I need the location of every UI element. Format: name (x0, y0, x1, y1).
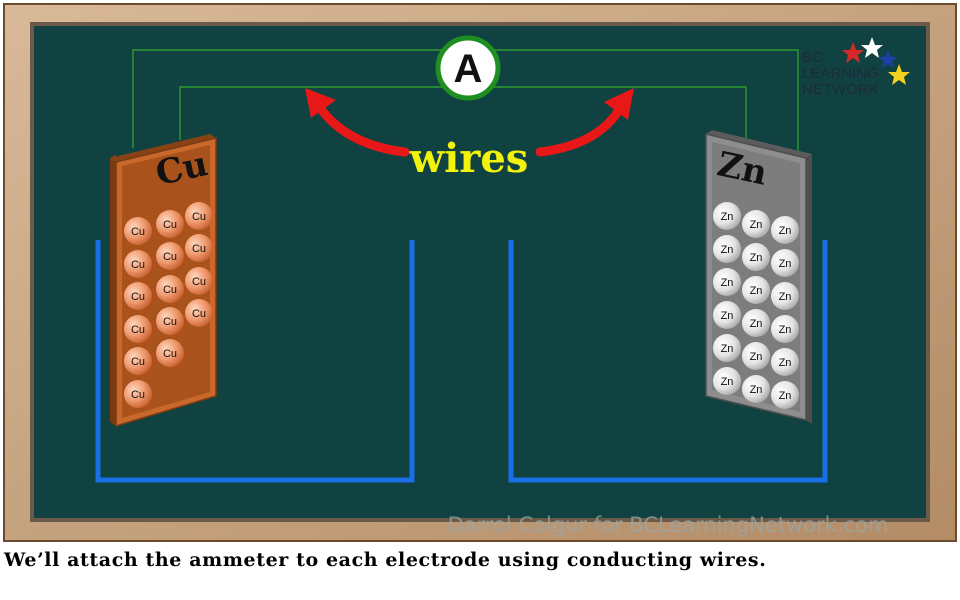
curved-arrow-head-left (305, 88, 336, 118)
zinc-atom (742, 309, 770, 337)
star-icon (888, 64, 910, 85)
copper-atom (156, 307, 184, 335)
zinc-atom-label: Zn (779, 291, 792, 303)
zinc-atom-label: Zn (721, 343, 734, 355)
wire-arrows (305, 88, 634, 157)
copper-atom (124, 380, 152, 408)
copper-atom (124, 282, 152, 310)
zinc-atom-label: Zn (779, 258, 792, 270)
zinc-atom (713, 301, 741, 329)
logo-line-1: BC (802, 49, 823, 66)
wires-label: wires (409, 135, 529, 182)
star-icon (861, 37, 883, 58)
curved-arrow-icon (313, 100, 410, 157)
zinc-atom-label: Zn (779, 324, 792, 336)
zinc-atom-label: Zn (750, 384, 763, 396)
slide-caption: We’ll attach the ammeter to each electro… (4, 549, 767, 571)
copper-atom-label: Cu (192, 308, 206, 320)
ammeter-icon (435, 35, 501, 101)
zinc-electrode-top (706, 130, 812, 158)
zinc-atom (771, 282, 799, 310)
copper-atom (124, 217, 152, 245)
copper-atom (185, 299, 213, 327)
zinc-atom (771, 348, 799, 376)
zinc-atom-label: Zn (750, 318, 763, 330)
copper-atom-label: Cu (163, 348, 177, 360)
copper-atom-label: Cu (192, 243, 206, 255)
copper-atom (185, 202, 213, 230)
copper-atom-label: Cu (131, 324, 145, 336)
copper-atom (156, 275, 184, 303)
zinc-atom (713, 202, 741, 230)
zinc-atom-label: Zn (721, 277, 734, 289)
copper-atom (185, 234, 213, 262)
copper-electrode-side (110, 154, 116, 426)
copper-atom (124, 347, 152, 375)
zinc-atom (771, 216, 799, 244)
ammeter: A (435, 35, 501, 101)
zinc-atom (713, 334, 741, 362)
copper-atom-label: Cu (131, 226, 145, 238)
star-icon (842, 42, 864, 63)
zinc-atom (742, 210, 770, 238)
curved-arrow-head-right (604, 88, 634, 120)
zinc-atom (742, 243, 770, 271)
beaker-left (95, 240, 415, 483)
copper-atom-label: Cu (131, 356, 145, 368)
zinc-atom-label: Zn (721, 376, 734, 388)
zinc-atom (713, 268, 741, 296)
curved-arrow-icon (535, 100, 627, 157)
zinc-atom (713, 235, 741, 263)
copper-electrode-top (110, 134, 216, 162)
logo-line-3: NETWORK (802, 81, 879, 98)
zinc-atom-label: Zn (721, 244, 734, 256)
zinc-atom-label: Zn (750, 219, 763, 231)
logo-line-2: LEARNING (802, 65, 879, 82)
zinc-atom (771, 249, 799, 277)
copper-atom-label: Cu (131, 259, 145, 271)
zinc-atom (742, 342, 770, 370)
copper-atom-label: Cu (192, 276, 206, 288)
zinc-atom-label: Zn (779, 390, 792, 402)
copper-atom (124, 315, 152, 343)
copper-atom-label: Cu (163, 284, 177, 296)
copper-atom (124, 250, 152, 278)
zinc-atom (742, 375, 770, 403)
zinc-atom-label: Zn (721, 310, 734, 322)
copper-atom-label: Cu (163, 219, 177, 231)
ammeter-label: A (454, 47, 483, 91)
copper-atom-label: Cu (192, 211, 206, 223)
copper-atom (156, 242, 184, 270)
copper-atom (185, 267, 213, 295)
zinc-electrode-side (806, 154, 812, 424)
zinc-atom-label: Zn (779, 225, 792, 237)
copper-atom-label: Cu (163, 316, 177, 328)
copper-atom-label: Cu (131, 291, 145, 303)
zinc-atom-label: Zn (721, 211, 734, 223)
zinc-atom-label: Zn (779, 357, 792, 369)
watermark: Darrol Colgur for BCLearningNetwork.com (448, 513, 889, 537)
beaker-right (508, 240, 828, 483)
zinc-atom (771, 381, 799, 409)
chalkboard-diagram: A BC LEARNING NETWORK wires Cu CuCuCuCuC… (3, 3, 957, 542)
zinc-atom-label: Zn (750, 285, 763, 297)
zinc-atom (713, 367, 741, 395)
copper-atom (156, 339, 184, 367)
zinc-atom-label: Zn (750, 351, 763, 363)
zinc-atom-label: Zn (750, 252, 763, 264)
copper-atom-label: Cu (131, 389, 145, 401)
star-icon (878, 50, 898, 68)
zinc-atom (771, 315, 799, 343)
copper-atom (156, 210, 184, 238)
zinc-atom (742, 276, 770, 304)
bc-learning-network-logo: BC LEARNING NETWORK (802, 37, 910, 98)
copper-atom-label: Cu (163, 251, 177, 263)
